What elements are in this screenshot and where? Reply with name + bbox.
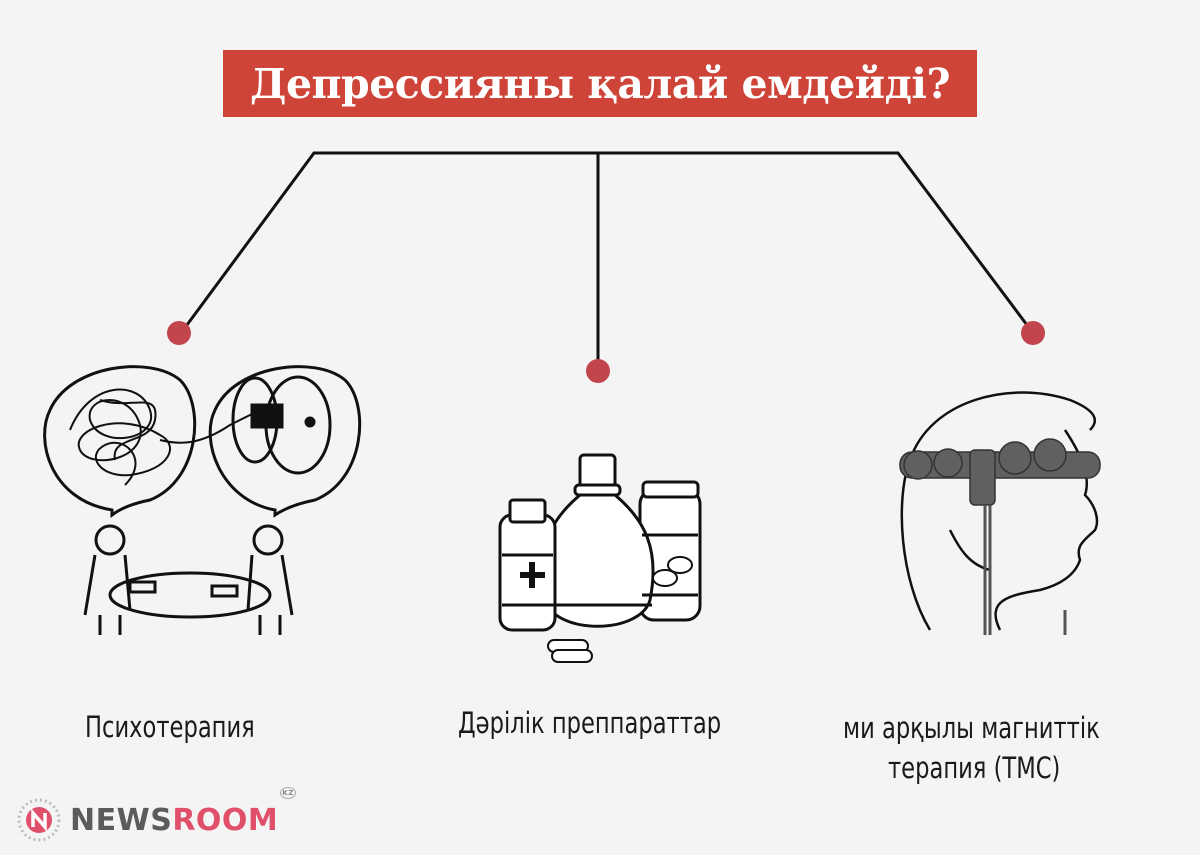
logo-kz: KZ xyxy=(280,786,296,799)
dot-right xyxy=(1021,321,1045,345)
medicine-bottles-illustration xyxy=(498,453,702,663)
newsroom-logo-icon xyxy=(17,798,61,842)
tms-headset-illustration xyxy=(899,391,1101,635)
branch-label-tms-line1: ми арқылы магниттік xyxy=(843,711,1100,745)
dot-center xyxy=(586,359,610,383)
page-title: Депрессияны қалай емдейді? xyxy=(250,59,951,108)
logo-room: ROOM xyxy=(172,802,279,838)
dot-left xyxy=(167,321,191,345)
therapy-session-illustration xyxy=(43,365,362,635)
title-banner: Депрессияны қалай емдейді? xyxy=(223,50,977,117)
branch-label-tms-line2: терапия (ТМС) xyxy=(888,751,1061,785)
logo-news: NEWS xyxy=(70,802,173,838)
branch-label-medication: Дәрілік преппараттар xyxy=(458,706,722,740)
branch-label-psychotherapy: Психотерапия xyxy=(85,710,255,744)
newsroom-logo: NEWSROOMKZ xyxy=(16,786,296,843)
